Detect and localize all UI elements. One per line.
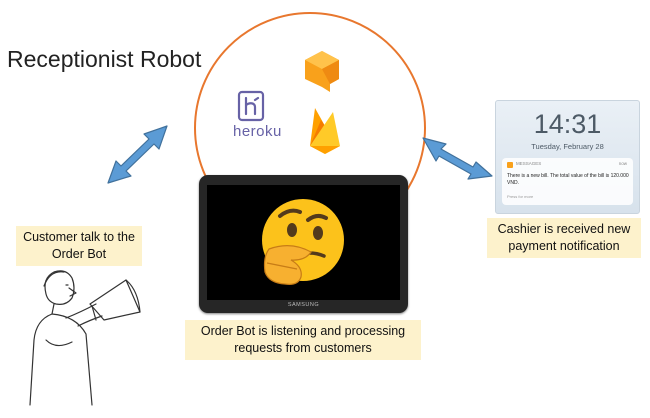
- dialogflow-icon: [305, 51, 339, 92]
- lock-screen-date: Tuesday, February 28: [531, 142, 604, 151]
- left-double-arrow: [107, 125, 168, 184]
- tablet: SAMSUNG: [199, 175, 408, 313]
- notification-card[interactable]: MESSAGES now There is a new bill. The to…: [502, 158, 633, 205]
- heroku-wordmark: heroku: [233, 123, 282, 140]
- order-bot-caption: Order Bot is listening and processing re…: [185, 320, 421, 360]
- heroku-logo: heroku: [233, 90, 281, 140]
- notification-time: now: [618, 161, 627, 166]
- right-double-arrow: [422, 137, 493, 180]
- customer-megaphone-icon: [29, 270, 141, 406]
- customer-caption: Customer talk to the Order Bot: [16, 226, 142, 266]
- firebase-icon: [310, 108, 340, 154]
- tablet-brand: SAMSUNG: [287, 302, 320, 308]
- notification-app-name: MESSAGES: [516, 161, 542, 166]
- messages-app-icon: [507, 162, 513, 168]
- diagram-title: Receptionist Robot: [7, 46, 202, 72]
- thinking-face-icon: [262, 199, 344, 285]
- notification-action: Press for more: [507, 194, 534, 199]
- cashier-caption: Cashier is received new payment notifica…: [487, 218, 641, 258]
- heroku-icon: [237, 90, 265, 122]
- lock-screen-time: 14:31: [533, 109, 602, 139]
- tablet-screen: [207, 185, 400, 300]
- notification-message: There is a new bill. The total value of …: [507, 173, 629, 186]
- phone-lock-screen: 14:31 Tuesday, February 28 MESSAGES now …: [495, 100, 640, 214]
